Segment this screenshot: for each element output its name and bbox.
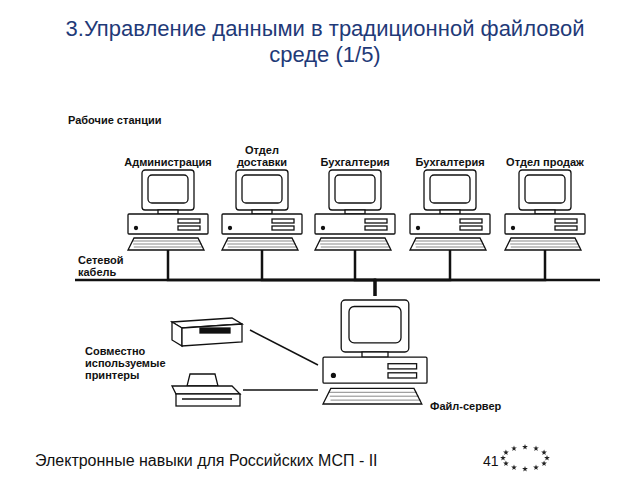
- network-link: [375, 250, 545, 296]
- server-computer: [323, 300, 427, 404]
- file-server: Файл-сервер: [318, 296, 508, 416]
- network-link: [355, 250, 375, 296]
- node-label: Файл-сервер: [430, 400, 501, 412]
- workstation: Отдел продаж: [498, 138, 592, 250]
- workstation: Бухгалтерия: [403, 138, 497, 250]
- network-link: [375, 250, 450, 296]
- laser-printer: [172, 318, 242, 346]
- workstation: Отдел доставки: [215, 138, 309, 250]
- node-label: Отдел доставки: [233, 144, 291, 168]
- workstation-computer: [410, 170, 490, 250]
- network-link: [250, 330, 318, 365]
- node-label: Совместно используемые принтеры: [85, 345, 167, 381]
- printer-cable: [243, 389, 318, 391]
- dot-matrix-printer: [172, 374, 240, 406]
- node-label: Бухгалтерия: [403, 156, 497, 168]
- network-link: [168, 250, 375, 296]
- network-link: [262, 250, 375, 296]
- page-number: 41: [483, 453, 507, 469]
- workstation-computer: [505, 170, 585, 250]
- footer-text: Электронные навыки для Российских МСП - …: [35, 452, 455, 470]
- node-label: Бухгалтерия: [308, 156, 402, 168]
- printer-group: Совместно используемые принтеры: [85, 305, 250, 415]
- workstation: Бухгалтерия: [308, 138, 402, 250]
- eu-stars-logo: [500, 444, 550, 471]
- workstation-computer: [128, 170, 208, 250]
- group-label: Рабочие станции: [68, 114, 188, 126]
- workstation-computer: [222, 170, 302, 250]
- cable-label: Сетевой кабель: [78, 254, 136, 278]
- node-label: Администрация: [121, 156, 215, 168]
- slide-title: 3.Управление данными в традиционной файл…: [40, 16, 610, 68]
- node-label: Отдел продаж: [498, 156, 592, 168]
- workstation-computer: [315, 170, 395, 250]
- workstation: Администрация: [121, 138, 215, 250]
